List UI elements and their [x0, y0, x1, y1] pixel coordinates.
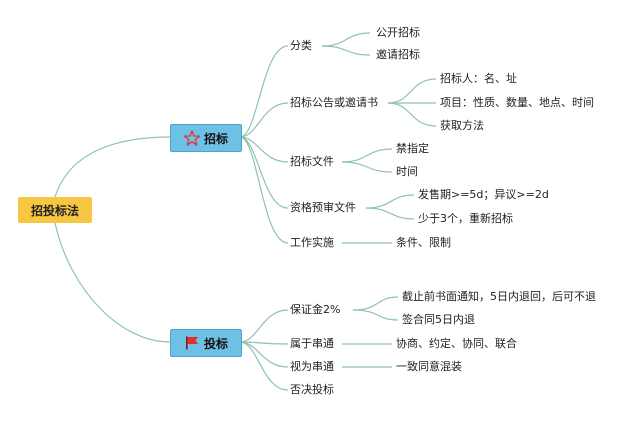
star-icon [183, 130, 200, 146]
node-foujue[interactable]: 否决投标 [290, 383, 334, 396]
node-wenjian[interactable]: 招标文件 [290, 155, 334, 168]
node-gonggao[interactable]: 招标公告或邀请书 [290, 96, 378, 109]
node-fenlei[interactable]: 分类 [290, 39, 312, 52]
leaf-zhaobiaoren[interactable]: 招标人：名、址 [440, 72, 517, 85]
leaf-xiangmu[interactable]: 项目：性质、数量、地点、时间 [440, 96, 594, 109]
leaf-shijian[interactable]: 时间 [396, 165, 418, 178]
node-shiwei[interactable]: 视为串通 [290, 360, 334, 373]
leaf-shaoyu[interactable]: 少于3个，重新招标 [418, 212, 513, 225]
leaf-huoqu[interactable]: 获取方法 [440, 119, 484, 132]
node-zhaobiao-label: 招标 [203, 131, 228, 146]
node-shuyu[interactable]: 属于串通 [290, 337, 334, 350]
leaf-yaoqing[interactable]: 邀请招标 [376, 48, 420, 61]
leaf-fashouqi[interactable]: 发售期>=5d；异议>=2d [418, 188, 549, 201]
node-yushen[interactable]: 资格预审文件 [290, 201, 356, 214]
leaf-tiaojian[interactable]: 条件、限制 [396, 236, 451, 249]
leaf-jiezhi[interactable]: 截止前书面通知，5日内退回，后可不退 [402, 290, 596, 303]
node-zhaobiao[interactable]: 招标 [170, 124, 242, 152]
leaf-xieshang[interactable]: 协商、约定、协同、联合 [396, 337, 517, 350]
leaf-gongkai[interactable]: 公开招标 [376, 26, 420, 39]
node-toubiao-label: 投标 [203, 336, 228, 351]
leaf-qianhetong[interactable]: 签合同5日内退 [402, 313, 475, 326]
leaf-yizhi[interactable]: 一致同意混装 [396, 360, 462, 373]
node-toubiao[interactable]: 投标 [170, 329, 242, 357]
flag-icon [185, 336, 198, 350]
root-node[interactable]: 招投标法 [18, 197, 92, 223]
leaf-jinzhiding[interactable]: 禁指定 [396, 142, 429, 155]
node-shishi[interactable]: 工作实施 [290, 236, 334, 249]
node-baozhengjin[interactable]: 保证金2% [290, 303, 341, 316]
